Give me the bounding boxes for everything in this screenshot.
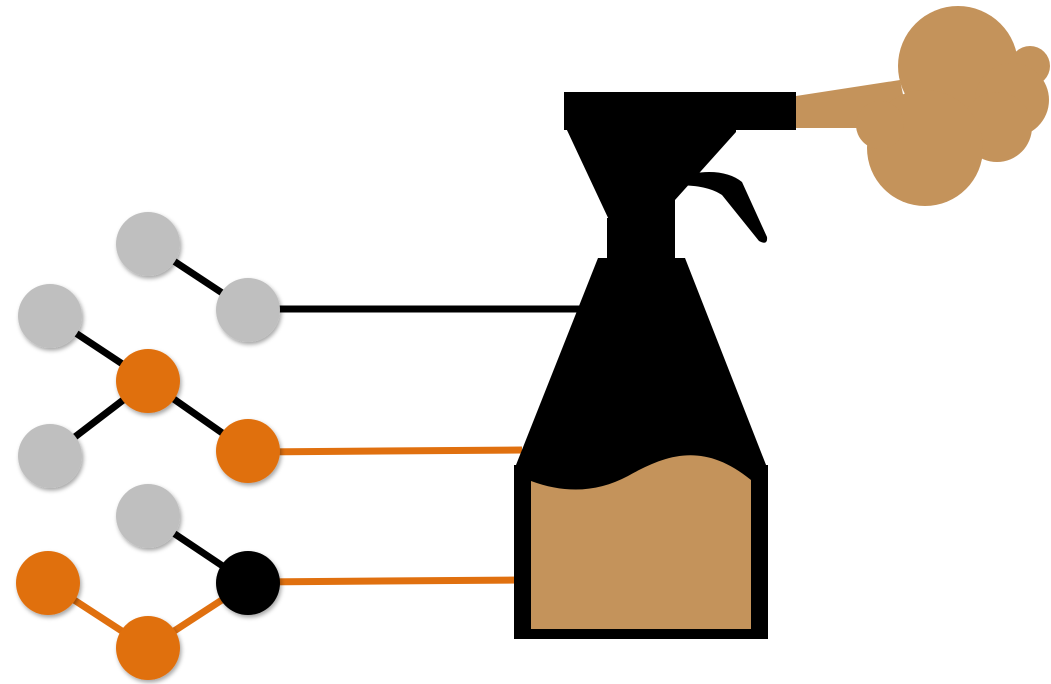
atom-gray <box>18 424 82 488</box>
atom-orange <box>116 616 180 680</box>
spray-bottle-icon <box>514 6 1050 639</box>
link-line-middle <box>250 450 522 452</box>
atom-black <box>216 551 280 615</box>
link-line-bottom <box>250 580 518 582</box>
atom-gray <box>216 278 280 342</box>
molecule-bottom-atoms <box>16 484 280 680</box>
atom-orange <box>116 349 180 413</box>
atom-gray <box>116 484 180 548</box>
bottle-neck <box>607 218 675 262</box>
atom-gray <box>18 284 82 348</box>
atom-orange <box>216 419 280 483</box>
bottle-shoulder <box>514 258 768 470</box>
nozzle-head <box>564 92 796 130</box>
spray-cloud-icon <box>856 6 1050 206</box>
atom-gray <box>116 212 180 276</box>
atom-orange <box>16 551 80 615</box>
